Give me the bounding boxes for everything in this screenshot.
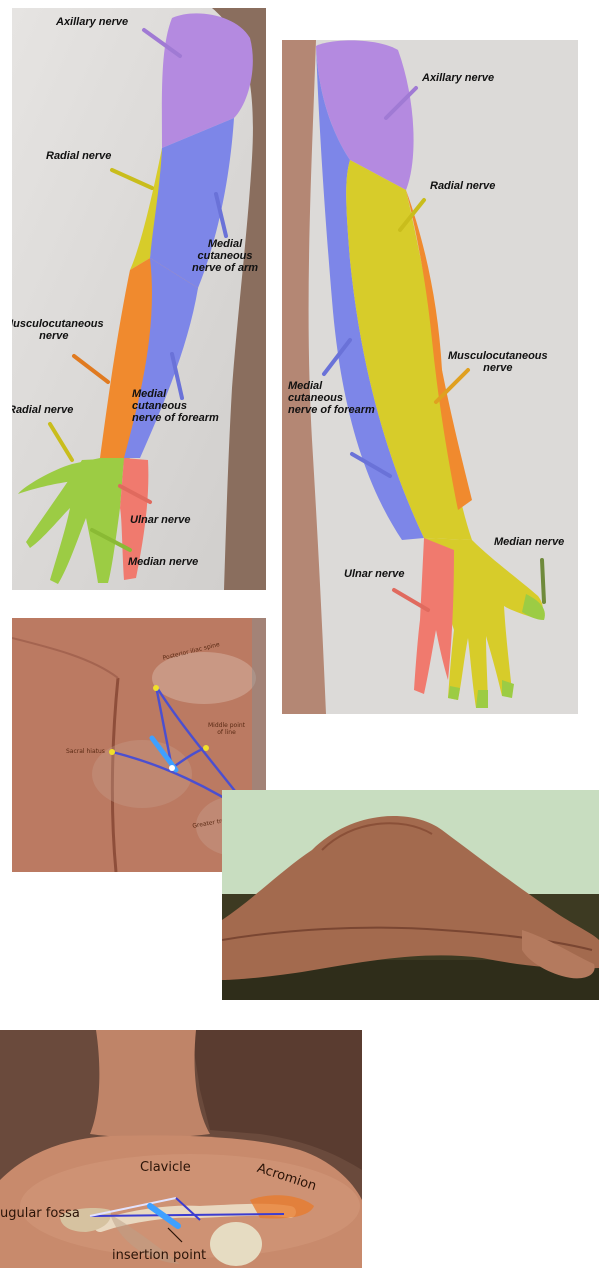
label-radial-upper-front: Radial nerve: [46, 150, 111, 162]
shoulder-panel: Clavicle Acromion ugular fossa insertion…: [0, 1030, 362, 1268]
arm-front-panel: Axillary nerve Radial nerve Medial cutan…: [12, 8, 266, 590]
label-axillary-back: Axillary nerve: [422, 72, 494, 84]
label-axillary-front: Axillary nerve: [56, 16, 128, 28]
label-musculocutaneous-back: Musculocutaneous nerve: [448, 350, 548, 374]
label-median-back: Median nerve: [494, 536, 564, 548]
label-middle-point: Middle point of line: [208, 722, 245, 736]
arrow-median-back: [542, 560, 544, 602]
neck-shape: [90, 1030, 210, 1138]
label-medial-cutaneous-arm: Medial cutaneous nerve of arm: [192, 238, 258, 274]
label-ulnar-back: Ulnar nerve: [344, 568, 405, 580]
label-clavicle: Clavicle: [140, 1160, 191, 1175]
label-sacral-hiatus: Sacral hiatus: [66, 748, 105, 755]
arm-front-figure: [12, 8, 266, 590]
lying-figure-panel: [222, 790, 599, 1000]
label-medial-cutaneous-forearm-front: Medial cutaneous nerve of forearm: [132, 388, 219, 424]
label-jugular-fossa: ugular fossa: [0, 1206, 80, 1221]
label-median-front: Median nerve: [128, 556, 198, 568]
label-musculocutaneous-front: Musculocutaneous nerve: [12, 318, 104, 342]
humeral-head: [210, 1222, 262, 1266]
label-radial-lower-front: Radial nerve: [12, 404, 73, 416]
label-insertion-point: insertion point: [112, 1248, 206, 1263]
arm-back-figure: [282, 40, 578, 714]
shoulder-figure: [0, 1030, 362, 1268]
label-medial-cutaneous-forearm-back: Medial cutaneous nerve of forearm: [288, 380, 375, 416]
lying-figure: [222, 790, 599, 1000]
label-ulnar-front: Ulnar nerve: [130, 514, 191, 526]
arm-back-panel: Axillary nerve Radial nerve Musculocutan…: [282, 40, 578, 714]
label-radial-back: Radial nerve: [430, 180, 495, 192]
